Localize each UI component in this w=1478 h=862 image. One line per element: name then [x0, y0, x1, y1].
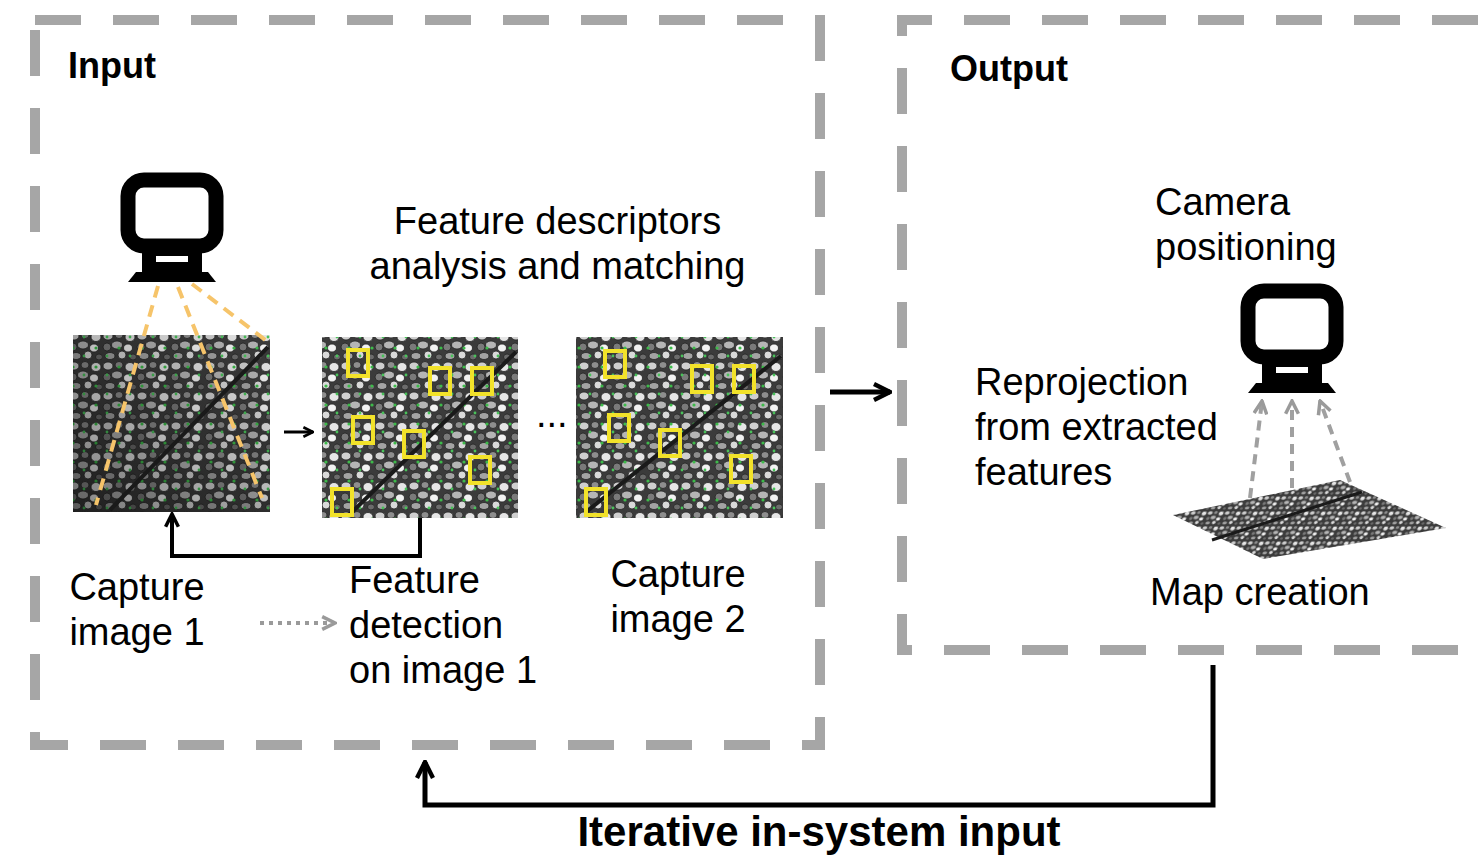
image-node: Capture image 2 [576, 337, 783, 518]
image-node: Capture image 1 [73, 335, 270, 512]
image-caption: Capture image 1 [52, 565, 222, 655]
dotted-arrow [260, 621, 335, 625]
step-label: Feature descriptors analysis and matchin… [360, 199, 755, 289]
ellipsis: ... [536, 392, 576, 437]
map-node: Map creation [1170, 478, 1450, 562]
camera-icon [1248, 291, 1336, 393]
image-node: Feature detection on image 1 [322, 337, 518, 518]
feedback-arrow [425, 665, 1213, 805]
camera-caption: Camera positioning [1155, 180, 1370, 270]
map-caption: Map creation [1150, 570, 1420, 615]
camera-node: Camera positioning [1238, 280, 1348, 395]
reprojection-arrows [1320, 401, 1350, 482]
input-region: InputCapture image 1 Feature detection on… [30, 15, 825, 750]
flow-arrow [284, 431, 313, 434]
reprojection-arrows [1250, 401, 1350, 498]
reprojection-arrows [1290, 401, 1294, 488]
feature-image [322, 337, 518, 518]
output-arrow [830, 392, 890, 393]
edge-label: Iterative in-system input [573, 808, 1064, 856]
map-plane [1173, 480, 1446, 559]
step-label: Reprojection from extracted features [975, 360, 1245, 495]
output-arrow [830, 390, 890, 395]
region-heading: Output [950, 48, 1170, 90]
output-region: OutputCamera positioningMap creation [897, 15, 1478, 655]
image-caption: Capture image 2 [593, 552, 763, 642]
reprojection-arrows [1250, 401, 1262, 498]
loop-arrow [172, 514, 420, 556]
feedback-arrow [425, 665, 1213, 805]
flow-arrow [284, 432, 313, 433]
output-region-border [902, 20, 1478, 650]
input-region-border [35, 20, 820, 745]
image-2 [576, 337, 783, 518]
camera-icon [128, 180, 216, 282]
view-lines [96, 284, 268, 505]
region-heading: Input [68, 45, 288, 87]
dotted-arrow [260, 623, 335, 624]
loop-arrow [172, 514, 420, 556]
image-caption: Feature detection on image 1 [349, 558, 544, 693]
